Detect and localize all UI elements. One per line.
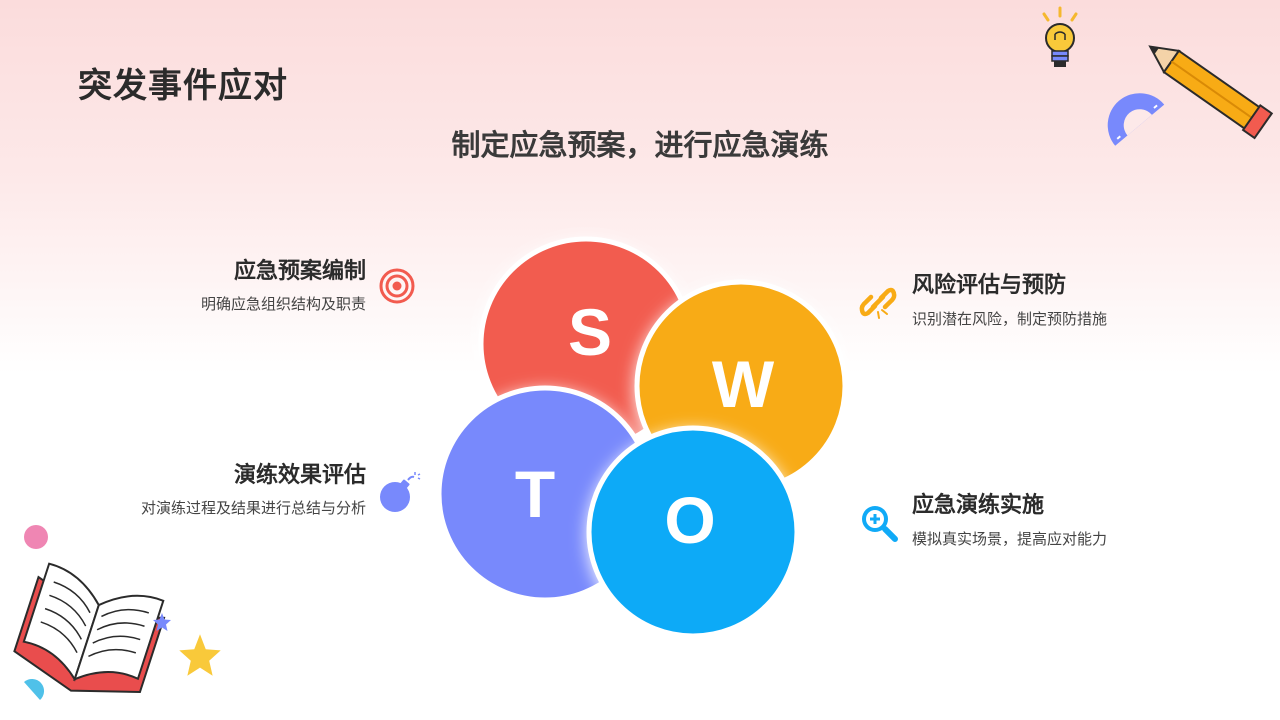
decor-half-circle	[24, 678, 45, 700]
item-desc-drill: 模拟真实场景，提高应对能力	[912, 530, 1108, 548]
item-title-drill: 应急演练实施	[912, 493, 1045, 518]
bomb-icon	[380, 472, 421, 512]
protractor-icon	[1107, 93, 1165, 146]
item-desc-plan: 明确应急组织结构及职责	[200, 295, 366, 313]
star-icon	[179, 634, 221, 676]
page-title: 突发事件应对	[78, 66, 288, 106]
page-subtitle: 制定应急预案，进行应急演练	[451, 128, 829, 162]
item-desc-evaluate: 对演练过程及结果进行总结与分析	[140, 499, 366, 517]
link-icon	[859, 287, 897, 319]
open-book-icon	[13, 562, 166, 694]
swot-letter-o: O	[664, 483, 715, 557]
swot-letter-t: T	[515, 457, 555, 531]
swot-letter-s: S	[568, 295, 612, 369]
zoom-in-icon	[862, 506, 898, 542]
item-title-risk: 风险评估与预防	[912, 273, 1067, 298]
swot-letter-w: W	[712, 347, 775, 421]
swot-circle-o	[586, 425, 800, 639]
item-title-evaluate: 演练效果评估	[233, 463, 366, 488]
item-title-plan: 应急预案编制	[233, 259, 366, 284]
item-desc-risk: 识别潜在风险，制定预防措施	[912, 310, 1108, 328]
star-icon	[153, 613, 171, 631]
lightbulb-icon	[1042, 6, 1078, 67]
decor-dot	[24, 525, 48, 549]
pencil-icon	[1148, 45, 1274, 140]
target-icon	[379, 268, 415, 304]
